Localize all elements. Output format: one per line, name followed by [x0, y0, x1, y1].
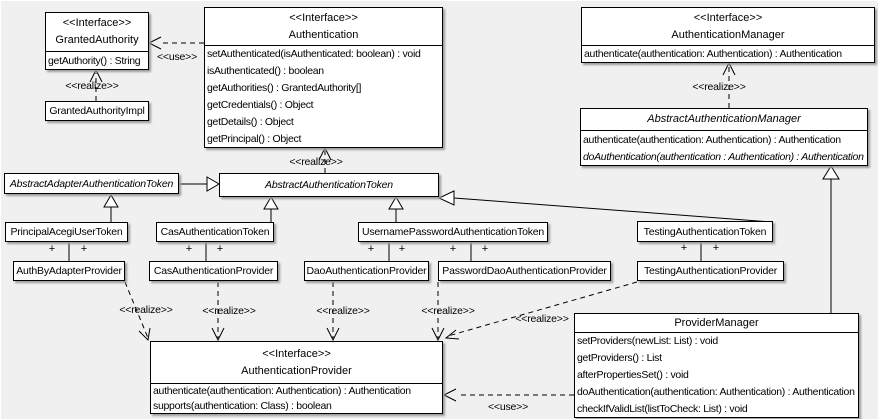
class-testing-authentication-provider: TestingAuthenticationProvider [637, 261, 784, 281]
class-name: AbstractAuthenticationToken [265, 179, 393, 191]
use-label-authentication-grantedauthority: <<use>> [156, 51, 198, 63]
class-name: AuthenticationManager [671, 28, 785, 41]
method-item: getDetails() : Object [207, 115, 294, 128]
class-name: TestingAuthenticationToken [643, 225, 767, 238]
plus-multiplicity: + [216, 243, 224, 255]
plus-multiplicity: + [680, 242, 688, 254]
method-item: getProviders() : List [577, 352, 662, 365]
class-name: PasswordDaoAuthenticationProvider [442, 265, 607, 277]
class-name: TestingAuthenticationProvider [643, 265, 778, 277]
class-granted-authority-impl: GrantedAuthorityImpl [45, 101, 149, 121]
class-name: Authentication [288, 28, 359, 41]
plus-multiplicity: + [712, 242, 720, 254]
method-item: afterPropertiesSet() : void [577, 368, 689, 381]
method-item: getPrincipal() : Object [207, 132, 302, 145]
realize-label-passworddaoauthenticationprovider: <<realize>> [421, 305, 475, 317]
realize-label-abstractauthenticationtoken: <<realize>> [289, 156, 343, 168]
class-authentication: <<Interface>> Authentication setAuthenti… [204, 7, 443, 148]
realize-label-authbyadapterprovider: <<realize>> [119, 304, 173, 316]
plus-multiplicity: + [398, 243, 406, 255]
class-cas-authentication-token: CasAuthenticationToken [156, 222, 274, 242]
class-abstract-adapter-authentication-token: AbstractAdapterAuthenticationToken [4, 173, 179, 194]
method-item: setProviders(newList: List) : void [577, 335, 718, 348]
method-item: authenticate(authentication: Authenticat… [153, 385, 411, 398]
method-item: supports(authentication: Class) : boolea… [153, 399, 332, 412]
class-password-dao-authentication-provider: PasswordDaoAuthenticationProvider [438, 261, 611, 281]
class-provider-manager: ProviderManager setProviders(newList: Li… [574, 313, 859, 418]
class-name: AuthByAdapterProvider [16, 265, 122, 277]
class-name: PrincipalAcegiUserToken [10, 226, 123, 238]
class-name: ProviderManager [674, 316, 759, 329]
class-authentication-provider: <<Interface>> AuthenticationProvider aut… [150, 341, 443, 414]
class-cas-authentication-provider: CasAuthenticationProvider [149, 261, 278, 281]
class-name: GrantedAuthority [55, 34, 139, 46]
method-item: getCredentials() : Object [207, 98, 314, 111]
class-name: AbstractAdapterAuthenticationToken [9, 177, 174, 190]
class-name: CasAuthenticationToken [160, 226, 270, 238]
method-item: setAuthenticated(isAuthenticated: boolea… [207, 48, 421, 61]
plus-multiplicity: + [449, 243, 457, 255]
plus-multiplicity: + [185, 243, 193, 255]
realize-label-abstractauthenticationmanager: <<realize>> [692, 81, 746, 93]
stereotype-label: <<Interface>> [289, 11, 358, 24]
class-abstract-authentication-manager: AbstractAuthenticationManager authentica… [580, 108, 868, 166]
plus-multiplicity: + [367, 243, 375, 255]
realize-label-grantedauthorityimpl: <<realize>> [65, 80, 119, 92]
realize-label-testingauthenticationprovider: <<realize>> [515, 313, 569, 325]
method-item: getAuthority() : String [48, 54, 141, 67]
stereotype-label: <<Interface>> [62, 17, 132, 29]
class-name: AuthenticationProvider [241, 364, 352, 377]
method-item: authenticate(authentication: Authenticat… [583, 133, 841, 146]
realize-label-daoauthenticationprovider: <<realize>> [316, 305, 370, 317]
stereotype-label: <<Interface>> [693, 11, 763, 24]
method-item: doAuthentication(authentication : Authen… [583, 150, 864, 163]
method-item: checkIfValidList(listToCheck: List) : vo… [577, 402, 748, 415]
method-item: authenticate(authentication: Authenticat… [584, 48, 842, 60]
class-name: CasAuthenticationProvider [153, 265, 274, 277]
class-name: UsernamePasswordAuthenticationToken [361, 226, 545, 238]
class-auth-by-adapter-provider: AuthByAdapterProvider [13, 261, 125, 281]
use-label-providermanager-authenticationprovider: <<use>> [487, 401, 529, 413]
class-granted-authority: <<Interface>> GrantedAuthority getAuthor… [45, 12, 149, 70]
class-name: DaoAuthenticationProvider [306, 265, 427, 277]
class-dao-authentication-provider: DaoAuthenticationProvider [304, 261, 429, 281]
class-principal-acegi-user-token: PrincipalAcegiUserToken [5, 222, 128, 242]
class-name: AbstractAuthenticationManager [647, 113, 801, 125]
class-name: GrantedAuthorityImpl [49, 105, 145, 117]
method-item: isAuthenticated() : boolean [207, 65, 324, 78]
stereotype-label: <<Interface>> [262, 347, 331, 360]
plus-multiplicity: + [481, 243, 489, 255]
class-authentication-manager: <<Interface>> AuthenticationManager auth… [581, 7, 875, 63]
method-item: doAuthentication(authentication: Authent… [577, 385, 855, 398]
plus-multiplicity: + [80, 243, 88, 255]
class-abstract-authentication-token: AbstractAuthenticationToken [219, 173, 439, 197]
method-item: getAuthorities() : GrantedAuthority[] [207, 82, 362, 95]
class-username-password-authentication-token: UsernamePasswordAuthenticationToken [358, 222, 548, 242]
realize-label-casauthenticationprovider: <<realize>> [202, 305, 256, 317]
plus-multiplicity: + [48, 243, 56, 255]
class-testing-authentication-token: TestingAuthenticationToken [637, 221, 773, 242]
